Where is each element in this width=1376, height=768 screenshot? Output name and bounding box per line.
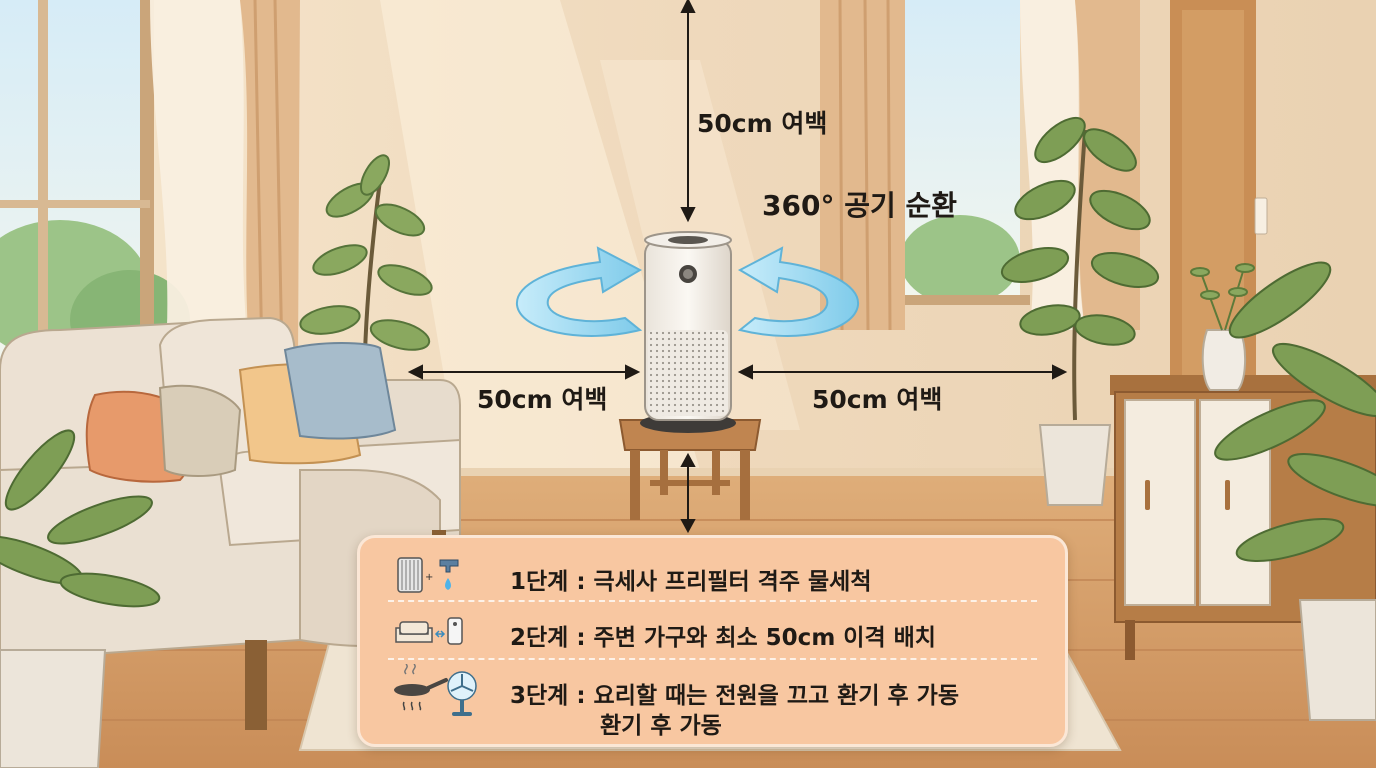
top-clearance-label: 50cm 여백 [697,109,828,138]
steps-card: + 1단계 : 극세사 프리필터 격주 물세척 2단계 : 주변 가구와 최소 … [357,535,1068,747]
step-3-text-extra: 환기 후 가동 [600,713,722,739]
step-1: + 1단계 : 극세사 프리필터 격주 물세척 [360,550,1065,602]
divider [388,658,1037,660]
step-3-text: 3단계 : 요리할 때는 전원을 끄고 환기 후 가동 [510,683,959,709]
sofa-and-purifier-icon [395,617,463,645]
step-2-text: 2단계 : 주변 가구와 최소 50cm 이격 배치 [510,625,936,651]
step-1-text: 1단계 : 극세사 프리필터 격주 물세척 [510,569,872,595]
circulation-arrow-right [737,246,860,337]
right-clearance-label: 50cm 여백 [812,385,943,414]
circulation-arrow-left [515,246,643,337]
filter-and-faucet-icon: + [397,557,459,593]
pan-and-fan-icon [394,664,477,716]
svg-text:+: + [425,572,433,583]
step-3: 3단계 : 요리할 때는 전원을 끄고 환기 후 가동 환기 후 가동 [360,664,1065,744]
step-2: 2단계 : 주변 가구와 최소 50cm 이격 배치 [360,606,1065,658]
circulation-label: 360° 공기 순환 [762,189,957,222]
divider [388,600,1037,602]
left-clearance-label: 50cm 여백 [477,385,608,414]
